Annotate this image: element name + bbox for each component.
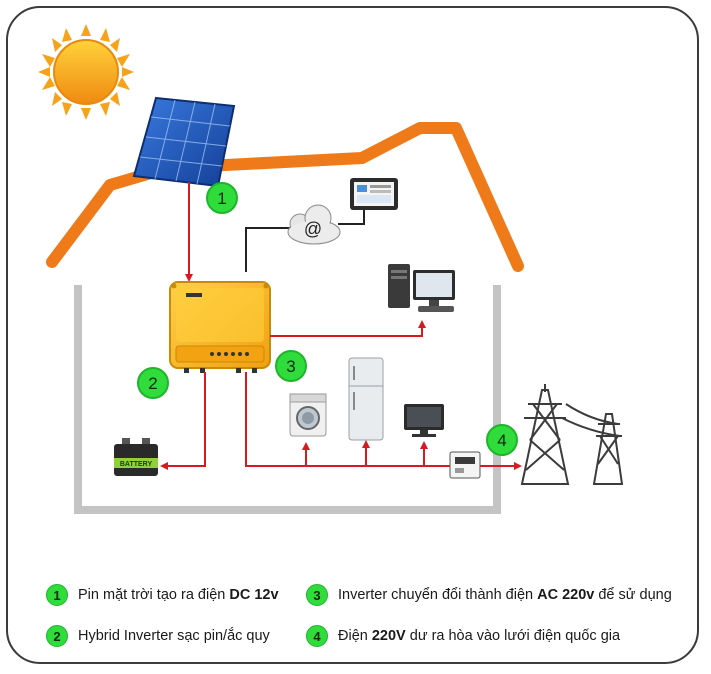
arrow-to-battery	[160, 372, 206, 470]
meter-icon	[449, 451, 481, 479]
arrow-to-grid	[245, 372, 522, 470]
tablet-icon	[350, 178, 398, 210]
network-line-tablet	[338, 208, 365, 225]
sun-icon	[38, 24, 134, 120]
tv-icon	[404, 404, 444, 437]
cloud-at-symbol: @	[304, 219, 322, 239]
arrow-to-computer	[270, 320, 426, 337]
badge-2: 2	[137, 367, 169, 399]
badge-1: 1	[206, 182, 238, 214]
fridge-icon	[348, 357, 384, 441]
svg-text:4: 4	[497, 431, 506, 450]
washing-machine-icon	[289, 393, 327, 437]
house-roof	[46, 122, 524, 272]
svg-text:2: 2	[148, 374, 157, 393]
svg-text:1: 1	[217, 189, 226, 208]
svg-text:3: 3	[286, 357, 295, 376]
computer-icon	[388, 264, 455, 312]
inverter-icon	[169, 281, 271, 373]
battery-label: BATTERY	[120, 461, 153, 468]
cloud-icon: @	[287, 204, 341, 245]
battery-icon: BATTERY	[114, 438, 158, 476]
power-tower-icon	[520, 384, 624, 485]
house-wall	[74, 285, 501, 514]
diagram-frame	[6, 6, 699, 664]
badge-4: 4	[486, 424, 518, 456]
network-line	[245, 227, 292, 272]
solar-panel-icon	[132, 96, 236, 188]
badge-3: 3	[275, 350, 307, 382]
